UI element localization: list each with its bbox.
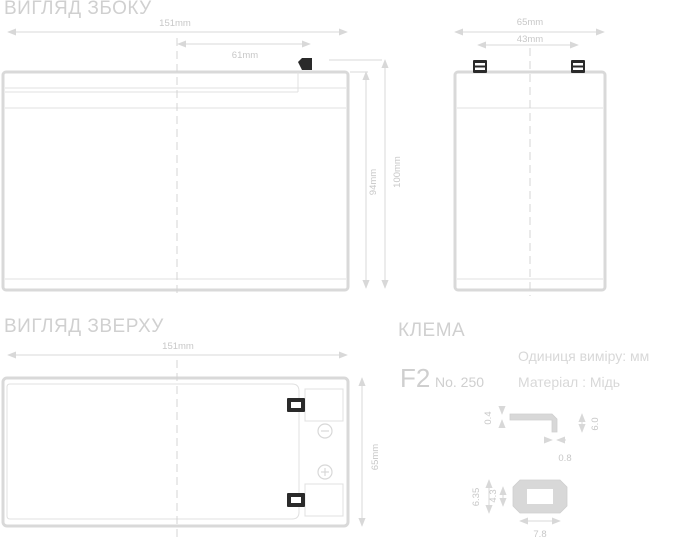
dim-width-label: 7.8	[533, 529, 546, 540]
terminal-pad-top	[304, 388, 344, 422]
terminal-front	[485, 479, 568, 525]
dim-base-label: 0.8	[558, 453, 571, 464]
terminal-code: F2	[400, 363, 430, 393]
top-terminal-negative	[287, 493, 305, 507]
top-view: ВИГЛЯД ЗВЕРХУ 151mm 65mm	[1, 316, 381, 540]
terminal-number: No. 250	[435, 374, 484, 390]
terminal-detail: КЛЕМА F2 No. 250 Одиниця виміру: мм Мате…	[398, 320, 649, 540]
minus-symbol-icon	[317, 423, 333, 439]
top-view-title: ВИГЛЯД ЗВЕРХУ	[4, 316, 164, 337]
end-view: 65mm 43mm	[453, 17, 607, 296]
top-length-label: 151mm	[162, 341, 194, 352]
dim-inner-label: 4.3	[488, 489, 499, 502]
side-view-title: ВИГЛЯД ЗБОКУ	[4, 0, 152, 19]
side-terminal	[298, 58, 312, 70]
terminal-profile	[498, 405, 586, 444]
total-height-label: 100mm	[392, 156, 403, 188]
terminal-pad-bottom	[304, 483, 344, 517]
terminal-spacing-label: 43mm	[517, 34, 543, 45]
dim-height-label: 6.0	[590, 417, 601, 430]
top-lid-inner	[6, 383, 300, 520]
case-height-label: 94mm	[368, 169, 379, 195]
material-label: Матеріал : Мідь	[518, 374, 620, 390]
side-view: ВИГЛЯД ЗБОКУ 151mm 61mm 94mm 100mm	[1, 0, 403, 296]
top-width-label: 65mm	[370, 444, 381, 470]
top-terminal-positive	[287, 398, 305, 412]
end-width-label: 65mm	[517, 17, 543, 28]
dim-outer-label: 6.35	[471, 488, 482, 507]
plus-symbol-icon	[317, 464, 333, 480]
terminal-offset-label: 61mm	[232, 50, 258, 61]
dim-thickness-label: 0.4	[483, 411, 494, 424]
end-terminal-right	[571, 60, 585, 73]
length-label: 151mm	[159, 18, 191, 29]
side-case	[1, 70, 350, 292]
units-label: Одиниця виміру: мм	[518, 348, 649, 364]
end-terminal-left	[473, 60, 487, 73]
top-case	[1, 376, 350, 528]
terminal-title: КЛЕМА	[398, 320, 465, 341]
